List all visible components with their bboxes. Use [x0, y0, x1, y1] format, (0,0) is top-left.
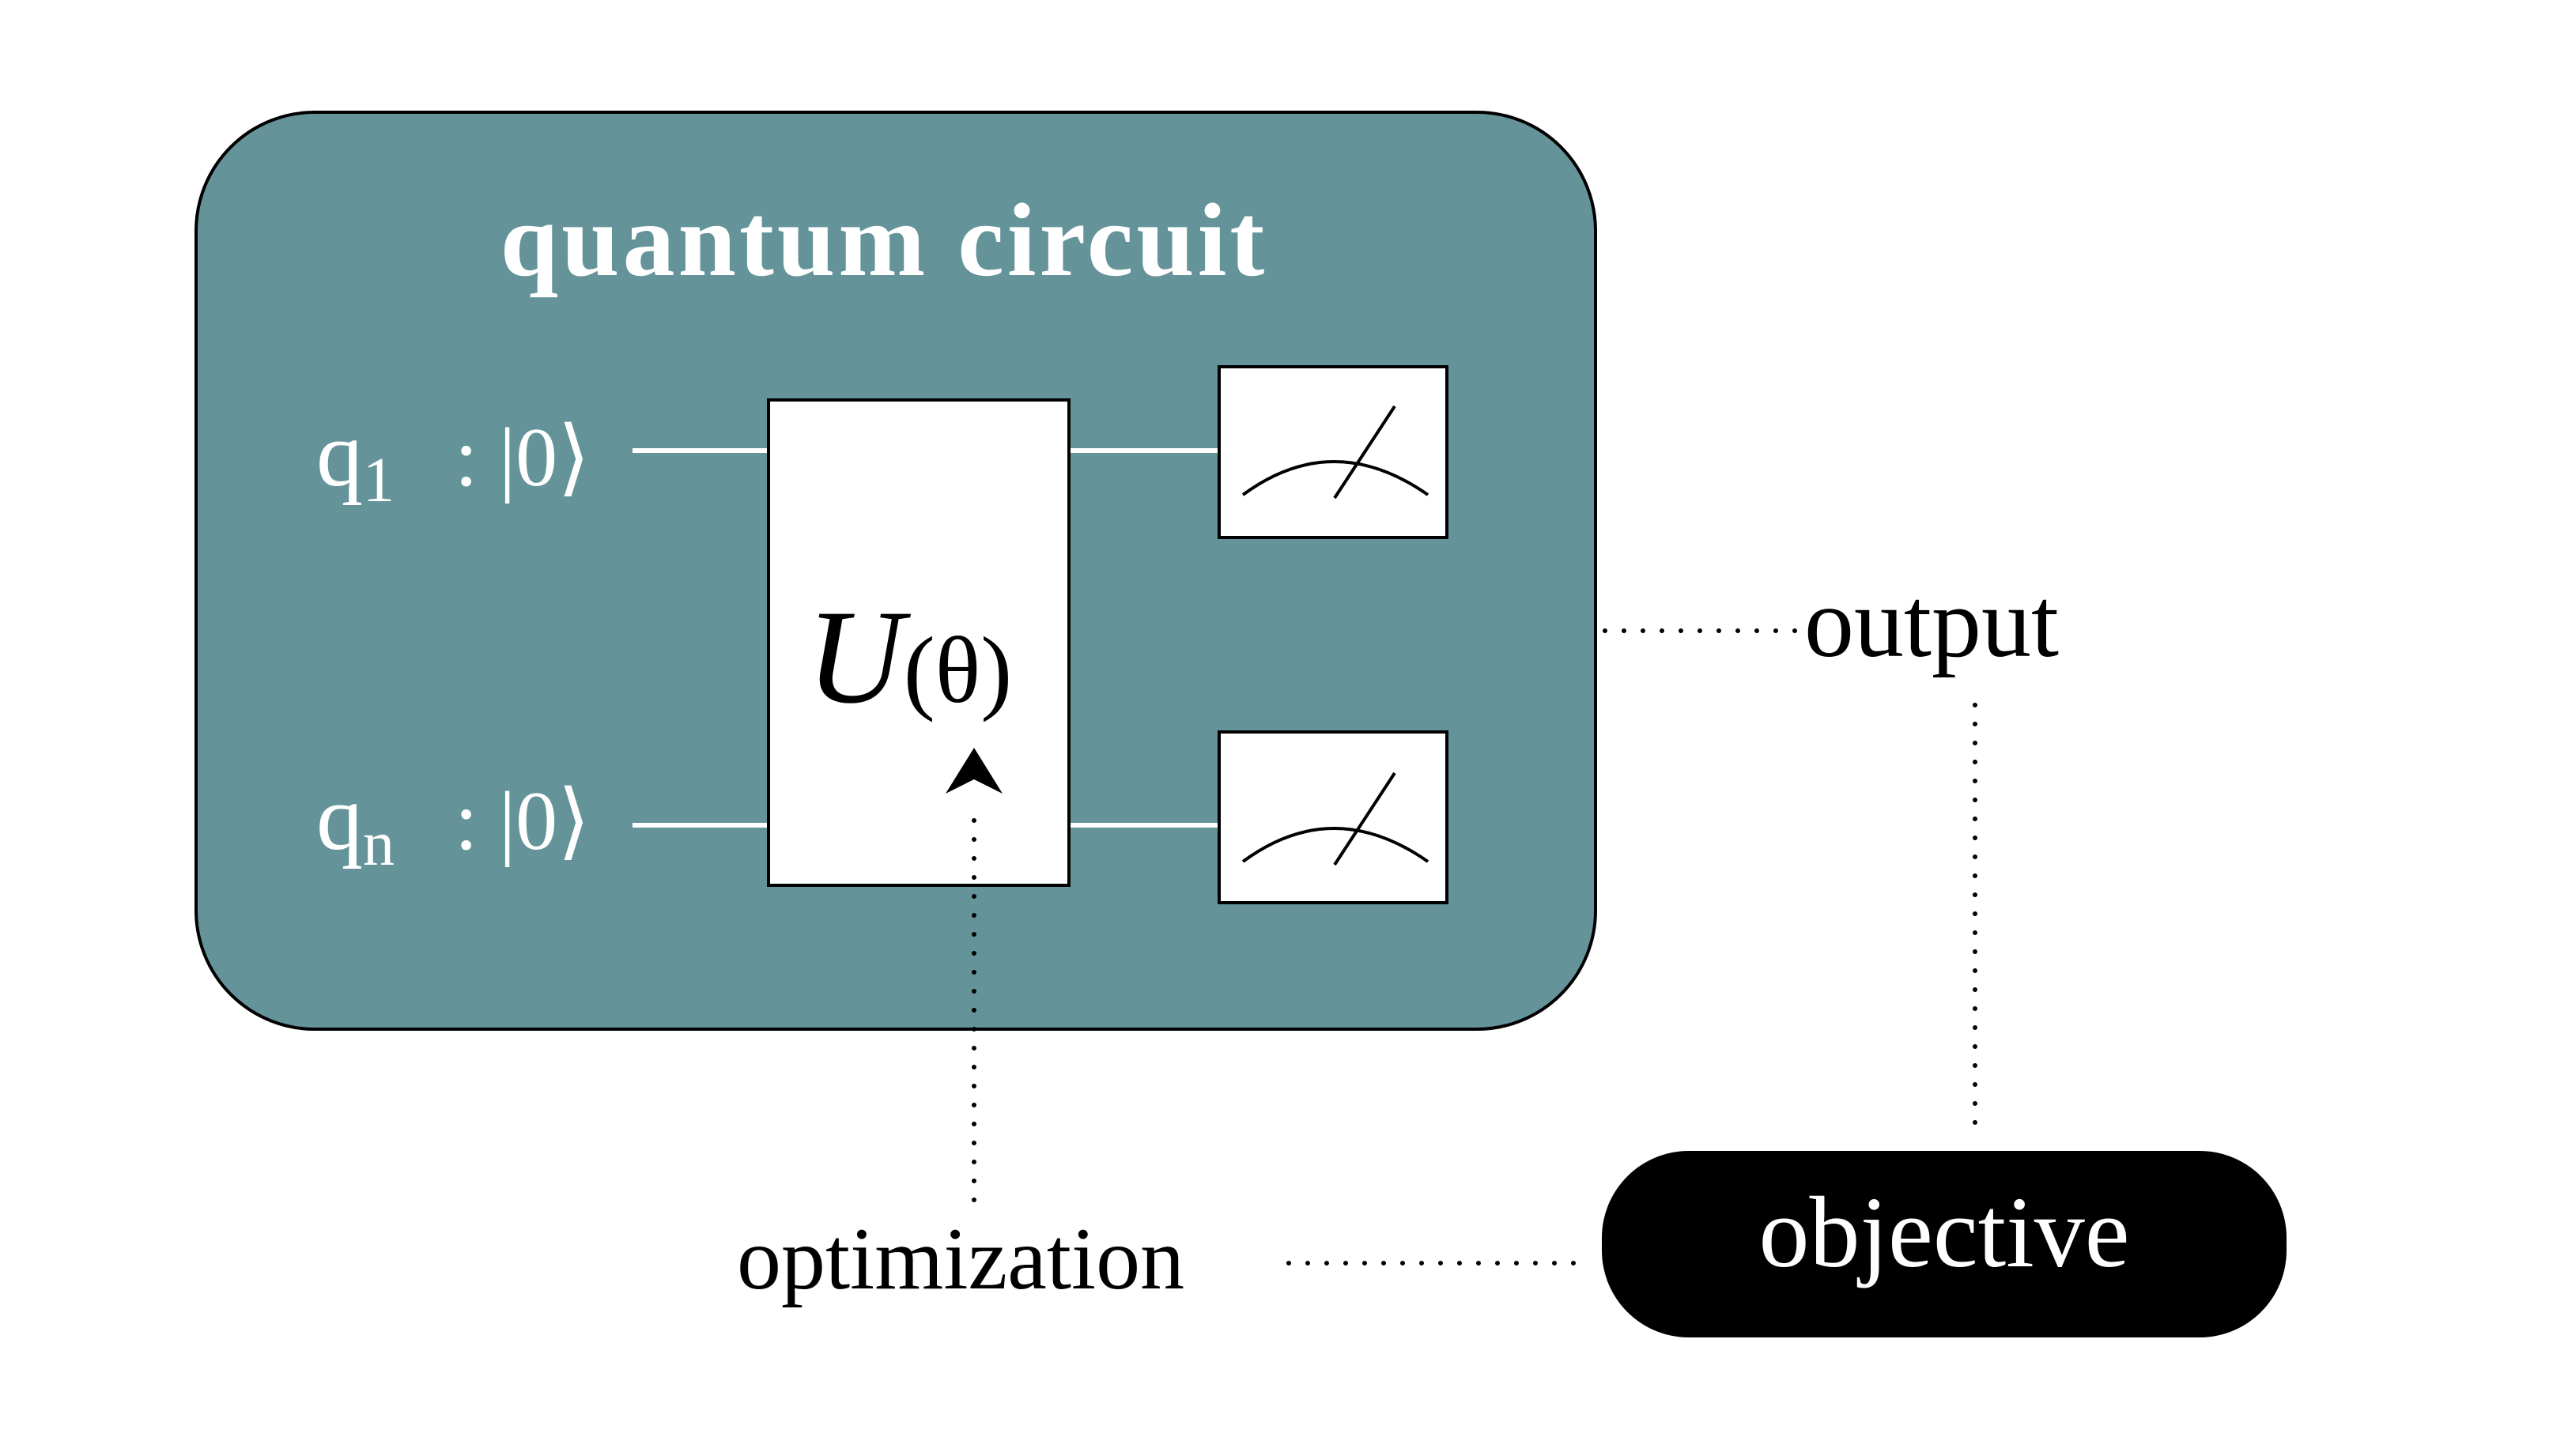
objective-label: objective: [1758, 1176, 2129, 1288]
qubit-subscript: 1: [363, 446, 395, 515]
qubit-state: : |0⟩: [455, 775, 591, 867]
qubit-subscript: n: [363, 809, 395, 879]
gate-parameter: (θ): [904, 617, 1012, 722]
objective-pill: [1602, 1151, 2287, 1337]
gate-label: U(θ): [806, 583, 1012, 731]
svg-text:qn: qn: [316, 766, 395, 879]
arrow-up-icon: [946, 748, 1003, 794]
qubit-label-1: q1 : |0⟩: [316, 402, 591, 515]
svg-text:q1: q1: [316, 402, 395, 515]
output-label: output: [1804, 568, 2059, 678]
meter-icon: [1241, 405, 1429, 500]
qubit-state: : |0⟩: [455, 411, 591, 504]
meter-icon: [1241, 771, 1429, 866]
circuit-title: quantum circuit: [500, 182, 1268, 298]
measurement-box-n: [1218, 730, 1448, 904]
qubit-name: q: [316, 402, 363, 506]
measurement-box-1: [1218, 365, 1448, 539]
qubit-name: q: [316, 766, 363, 869]
unitary-gate: [767, 398, 1071, 887]
gate-symbol: U: [806, 583, 911, 731]
optimization-label: optimization: [737, 1210, 1184, 1308]
qubit-label-n: qn : |0⟩: [316, 766, 591, 879]
